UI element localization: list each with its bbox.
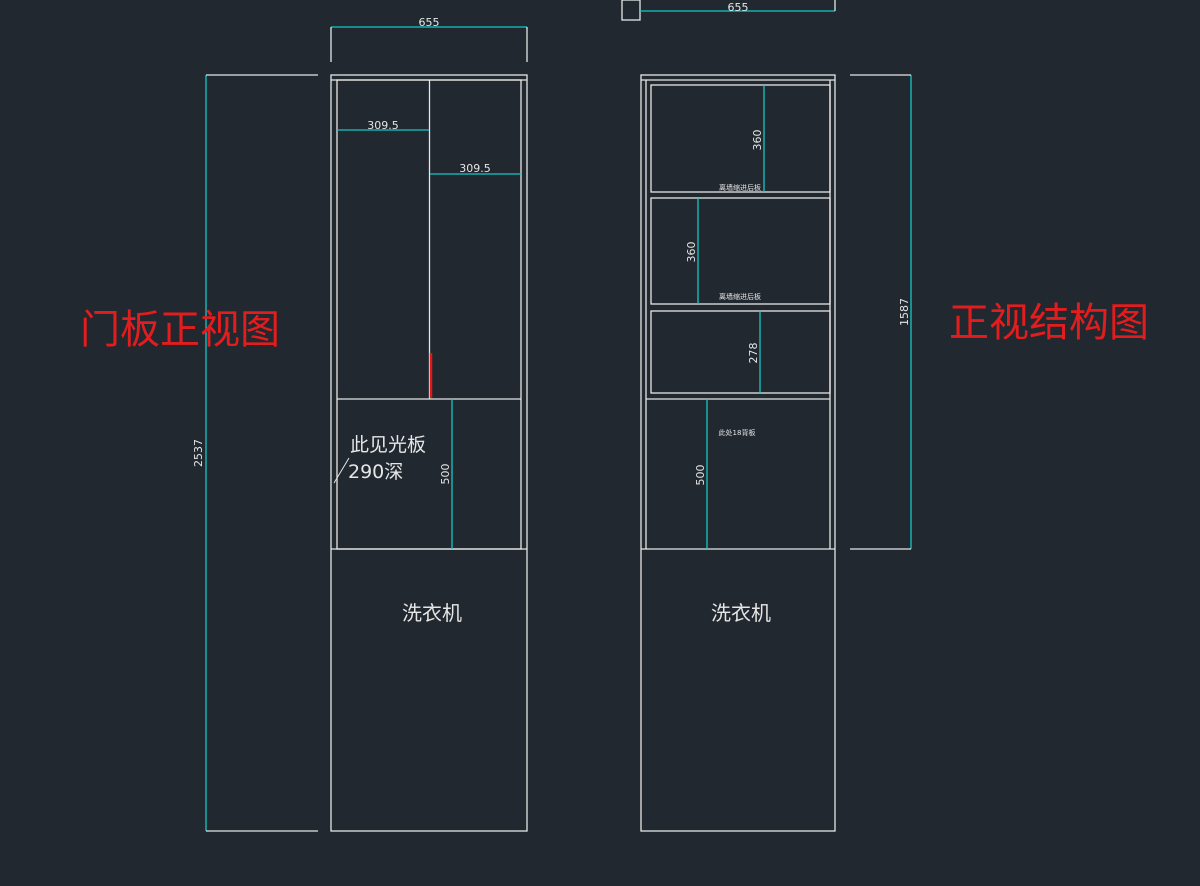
overall-height-label: 2537 — [192, 439, 205, 467]
cabinet-outline-right — [640, 74, 836, 832]
structure-front-view — [640, 74, 836, 832]
door-front-view-title: 门板正视图 — [80, 307, 280, 353]
washer-label-right: 洗衣机 — [711, 601, 771, 625]
depth-note: 290深 — [348, 461, 403, 483]
shelf-compartment-1 — [650, 84, 831, 193]
overall-width-label-right: 655 — [728, 1, 749, 14]
washer-label-left: 洗衣机 — [402, 601, 462, 625]
shelf-compartment-3 — [650, 310, 831, 394]
back-panel-note: 此处18背板 — [719, 428, 756, 437]
shelf-height-label-3: 278 — [747, 343, 760, 364]
note-leader-line — [333, 457, 350, 484]
section-marker-box — [621, 0, 641, 21]
structure-view-title: 正视结构图 — [949, 300, 1149, 346]
cabinet-outline-left — [330, 74, 528, 832]
lower-open-height-label: 500 — [439, 464, 452, 485]
shelf-compartment-2 — [650, 197, 831, 305]
door-front-view — [330, 74, 528, 832]
lower-open-height-label-right: 500 — [694, 465, 707, 486]
shelf-height-label-1: 360 — [751, 130, 764, 151]
shelf-note-1: 离墙缩进后板 — [719, 183, 761, 192]
left-dimensions — [205, 26, 528, 832]
door-width-left-label: 309.5 — [367, 119, 399, 132]
structure-height-label: 1587 — [898, 298, 911, 326]
visible-panel-note: 此见光板 — [350, 434, 426, 456]
shelf-height-label-2: 360 — [685, 242, 698, 263]
overall-width-label: 655 — [419, 16, 440, 29]
shelf-note-2: 离墙缩进后板 — [719, 292, 761, 301]
right-dimensions — [697, 74, 912, 550]
door-width-right-label: 309.5 — [459, 162, 491, 175]
